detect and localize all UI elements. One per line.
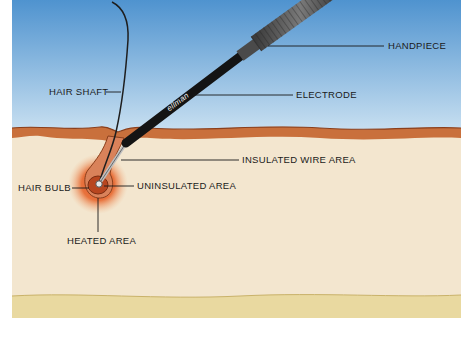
leader-line (193, 95, 293, 96)
part-label: INSULATED WIRE AREA (242, 155, 356, 165)
skin-surface (12, 127, 461, 132)
leader-line (121, 160, 239, 161)
electrode (126, 52, 246, 143)
part-label: HAIR SHAFT (49, 87, 108, 97)
handpiece-grip (256, 0, 345, 44)
epidermis (12, 127, 461, 142)
uninsulated-tip (96, 181, 102, 187)
part-label: ELECTRODE (296, 90, 357, 100)
part-label: HAIR BULB (18, 183, 71, 193)
subcutis (12, 295, 461, 318)
leader-line (268, 46, 384, 47)
handpiece (256, 0, 345, 44)
leader-line (104, 186, 134, 187)
part-label: UNINSULATED AREA (137, 181, 236, 191)
leader-line (98, 198, 99, 232)
dermis (12, 0, 461, 318)
hair-bulb (88, 176, 108, 194)
air (12, 0, 461, 132)
leader-lines (72, 46, 384, 232)
part-label: HANDPIECE (388, 41, 446, 51)
leader-line (72, 188, 89, 189)
part-label: HEATED AREA (67, 236, 136, 246)
subcutis-edge (12, 295, 461, 298)
